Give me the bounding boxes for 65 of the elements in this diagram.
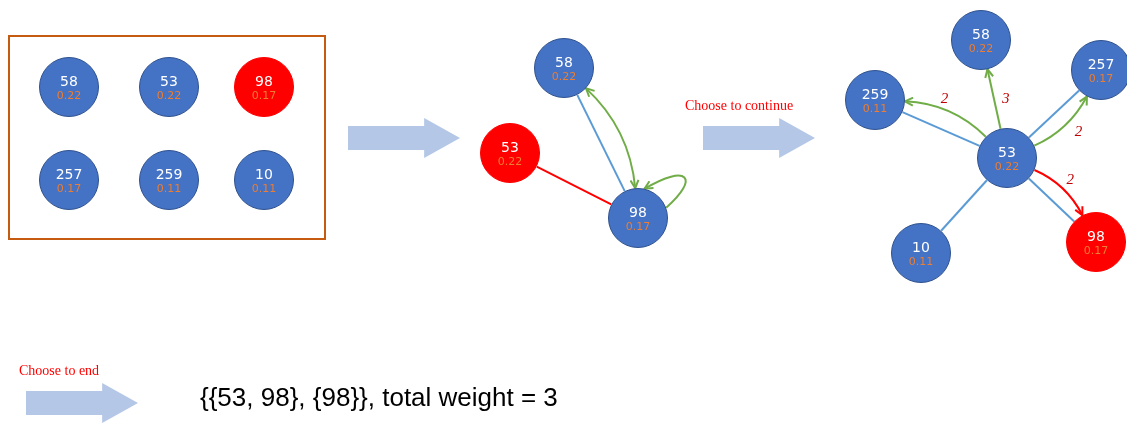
node-id: 53 xyxy=(160,72,178,89)
graph-node xyxy=(977,128,1037,188)
node-weight: 0.11 xyxy=(251,181,277,195)
arrow xyxy=(643,174,687,209)
node-weight: 0.17 xyxy=(251,88,277,102)
graph-node xyxy=(1066,212,1126,272)
arrow xyxy=(585,87,640,190)
edge-label: 2 xyxy=(1074,122,1083,140)
graph-node xyxy=(534,38,594,98)
arrow xyxy=(1033,95,1088,147)
group-box xyxy=(8,35,326,240)
connector-line xyxy=(901,111,981,147)
edge-label: 3 xyxy=(1002,90,1010,107)
node-weight: 0.11 xyxy=(156,181,182,195)
node-id: 257 xyxy=(55,165,83,182)
node-weight: 0.11 xyxy=(862,101,888,115)
node-id: 10 xyxy=(912,238,930,255)
graph-node xyxy=(234,57,294,117)
node-id: 58 xyxy=(60,72,78,89)
node-weight: 0.17 xyxy=(1088,71,1114,85)
node-weight: 0.22 xyxy=(156,88,182,102)
edge-label: 2 xyxy=(940,90,949,108)
node-id: 53 xyxy=(998,143,1016,160)
node-id: 98 xyxy=(629,203,647,220)
node-id: 259 xyxy=(155,165,183,182)
graph-node xyxy=(39,150,99,210)
node-weight: 0.17 xyxy=(1083,243,1109,257)
graph-node xyxy=(480,123,540,183)
node-weight: 0.11 xyxy=(908,254,934,268)
node-id: 58 xyxy=(555,53,573,70)
result-text: {{53, 98}, {98}}, total weight = 3 xyxy=(200,382,558,413)
arrow xyxy=(984,68,1002,130)
step-caption: Choose to continue xyxy=(685,98,794,114)
node-id: 98 xyxy=(255,72,273,89)
arrow xyxy=(903,96,987,138)
node-weight: 0.22 xyxy=(551,69,577,83)
graph-node xyxy=(1071,40,1127,100)
step-caption: Choose to end xyxy=(19,363,100,379)
graph-node xyxy=(951,10,1011,70)
node-id: 98 xyxy=(1087,227,1105,244)
node-weight: 0.22 xyxy=(968,41,994,55)
node-weight: 0.22 xyxy=(497,154,523,168)
graph-node xyxy=(608,188,668,248)
connector-line xyxy=(940,179,988,232)
node-id: 10 xyxy=(255,165,273,182)
graph-node xyxy=(39,57,99,117)
graph-node xyxy=(891,223,951,283)
graph-node xyxy=(139,57,199,117)
connector-line xyxy=(535,165,613,206)
connector-line xyxy=(576,93,626,193)
graph-node xyxy=(234,150,294,210)
node-id: 58 xyxy=(972,25,990,42)
node-id: 259 xyxy=(861,85,889,102)
node-id: 257 xyxy=(1087,55,1115,72)
edge-label: 2 xyxy=(1066,171,1075,189)
node-weight: 0.22 xyxy=(56,88,82,102)
connector-line xyxy=(1027,177,1076,223)
node-weight: 0.17 xyxy=(56,181,82,195)
graph-node xyxy=(139,150,199,210)
arrow xyxy=(1033,169,1084,217)
node-weight: 0.22 xyxy=(994,159,1020,173)
graph-node xyxy=(845,70,905,130)
node-id: 53 xyxy=(501,138,519,155)
node-weight: 0.17 xyxy=(625,219,651,233)
connector-line xyxy=(1027,89,1081,139)
